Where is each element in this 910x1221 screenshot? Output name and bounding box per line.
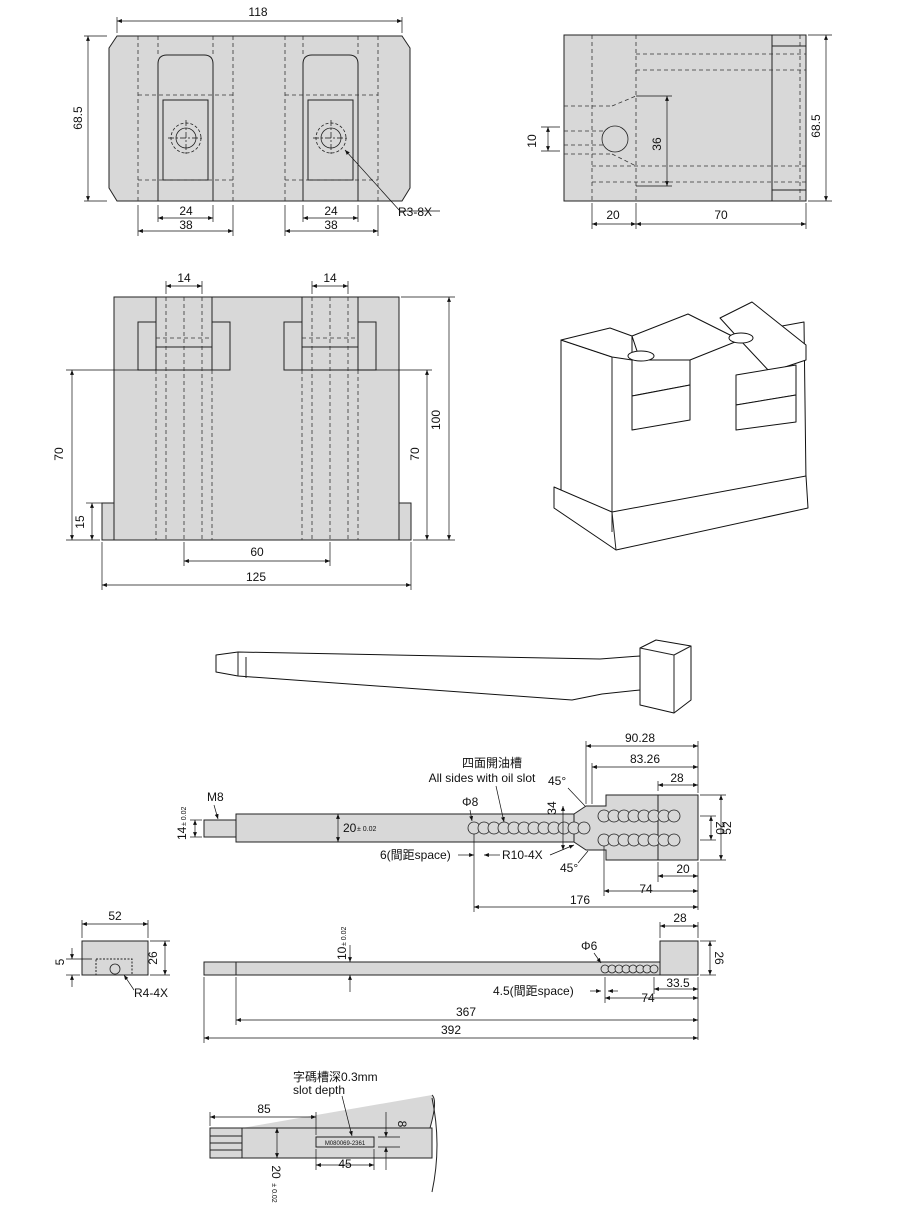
- dim-10-tol: 10: [335, 946, 349, 960]
- dim-5: 5: [53, 958, 67, 965]
- dim-85: 85: [257, 1102, 271, 1116]
- dim-20-tol: 20: [343, 821, 357, 835]
- dim-38-left: 38: [179, 218, 193, 232]
- dim-34: 34: [545, 801, 559, 815]
- dim-70-right: 70: [408, 447, 422, 461]
- label-m8: M8: [207, 790, 224, 804]
- dim-26-side: 26: [712, 951, 726, 965]
- dim-28-top: 28: [670, 771, 684, 785]
- angle-45-bottom: 45°: [560, 861, 578, 875]
- punch-top-view: 90.28 83.26 四面開油槽 All sides with oil slo…: [175, 731, 734, 912]
- dim-367: 367: [456, 1005, 476, 1019]
- dim-26-end: 26: [146, 951, 160, 965]
- dim-100: 100: [429, 410, 443, 430]
- dim-8: 8: [395, 1121, 409, 1128]
- dim-36: 36: [650, 137, 664, 151]
- front-view: 14 14 70 15 70 100 60 125: [52, 271, 455, 590]
- dim-10-side: 10: [525, 134, 539, 148]
- dim-14-tol-value: ± 0.02: [181, 806, 188, 826]
- dim-176: 176: [570, 893, 590, 907]
- dim-24-right: 24: [324, 204, 338, 218]
- dim-14-tol: 14: [175, 826, 189, 840]
- dim-r3-8x: R3-8X: [398, 205, 432, 219]
- punch-isometric: [215, 639, 692, 714]
- dim-392: 392: [441, 1023, 461, 1037]
- dim-15: 15: [73, 515, 87, 529]
- slot-note-en: slot depth: [293, 1083, 345, 1097]
- oil-slot-row: [467, 809, 681, 847]
- punch-side-view: 52 5 26 R4-4X 10 ± 0.02 28 Φ6: [53, 909, 726, 1043]
- dim-33-5: 33.5: [666, 976, 690, 990]
- dim-20-tol-value: ± 0.02: [357, 826, 377, 833]
- dim-38-right: 38: [324, 218, 338, 232]
- dim-24-left: 24: [179, 204, 193, 218]
- label-phi8: Φ8: [462, 795, 479, 809]
- dim-20-side: 20: [606, 208, 620, 222]
- dim-125: 125: [246, 570, 266, 584]
- dim-68-5-side: 68.5: [809, 114, 823, 138]
- dim-118: 118: [248, 5, 267, 19]
- label-phi6: Φ6: [581, 939, 598, 953]
- dim-14-left: 14: [177, 271, 191, 285]
- label-6-spacing: 6(間距space): [380, 848, 451, 862]
- dim-70-side: 70: [714, 208, 728, 222]
- dim-20-detail: 20: [269, 1165, 283, 1179]
- detail-view: M080069-2361 字碼槽深0.3mm slot depth 85 8 4…: [209, 1069, 438, 1203]
- label-4-5-spacing: 4.5(間距space): [493, 984, 574, 998]
- dim-90-28: 90.28: [625, 731, 655, 745]
- dim-28-side: 28: [673, 911, 687, 925]
- top-view: 118 68.5 24 38 24 38 R3-8X: [71, 5, 440, 236]
- dim-74-side: 74: [641, 991, 655, 1005]
- isometric-view: [553, 301, 809, 551]
- dim-14-right: 14: [323, 271, 337, 285]
- dim-45: 45: [338, 1157, 352, 1171]
- dim-52-end: 52: [108, 909, 122, 923]
- oil-slot-title-en: All sides with oil slot: [429, 771, 536, 785]
- dim-83-26: 83.26: [630, 752, 660, 766]
- label-r4-4x: R4-4X: [134, 986, 168, 1000]
- dim-68-5-left: 68.5: [71, 106, 85, 130]
- side-view: 10 36 68.5 20 70: [525, 34, 832, 229]
- dim-74-top: 74: [639, 882, 653, 896]
- oil-slot-title-cn: 四面開油槽: [462, 756, 522, 770]
- part-code: M080069-2361: [325, 1141, 366, 1147]
- dim-70-left: 70: [52, 447, 66, 461]
- dim-20-detail-tol: ± 0.02: [270, 1183, 277, 1203]
- angle-45-top: 45°: [548, 774, 566, 788]
- slot-note-cn: 字碼槽深0.3mm: [293, 1069, 378, 1084]
- dim-10-tol-value: ± 0.02: [341, 926, 348, 946]
- dim-60: 60: [250, 545, 264, 559]
- label-r10-4x: R10-4X: [502, 848, 543, 862]
- dim-20-bottom: 20: [676, 862, 690, 876]
- dim-52-right: 52: [720, 821, 734, 835]
